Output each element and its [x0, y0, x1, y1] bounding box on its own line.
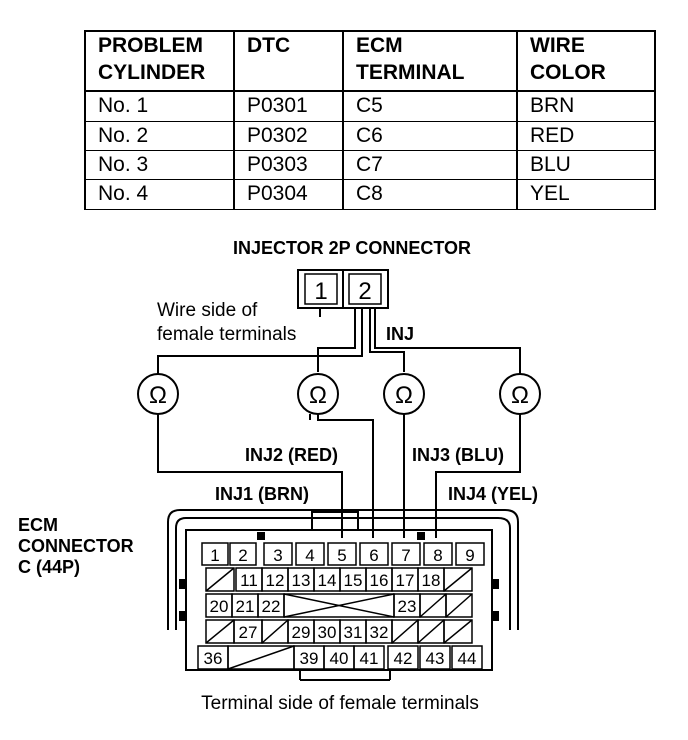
cell-wire-color: RED	[516, 120, 656, 152]
ecm-label-line2: CONNECTOR	[18, 536, 134, 556]
terminal-5: 5	[337, 546, 346, 565]
cell-terminal: C6	[342, 120, 518, 152]
inj4-label: INJ4 (YEL)	[448, 484, 538, 504]
terminal-4: 4	[305, 546, 314, 565]
terminal-9: 9	[465, 546, 474, 565]
ohmmeter-2: Ω	[297, 373, 339, 420]
table-row: No. 4 P0304 C8 YEL	[84, 179, 656, 210]
terminal-21: 21	[236, 597, 255, 616]
wire-side-label-line1: Wire side of	[157, 300, 258, 321]
terminal-7: 7	[401, 546, 410, 565]
cell-wire-color: BLU	[516, 149, 656, 181]
cell-cylinder: No. 4	[84, 179, 235, 210]
ecm-terminal-grid	[197, 542, 485, 670]
terminal-20: 20	[210, 597, 229, 616]
terminal-41: 41	[360, 649, 379, 668]
cell-dtc: P0301	[233, 90, 344, 122]
table-row: No. 3 P0303 C7 BLU	[84, 149, 656, 181]
cell-dtc: P0304	[233, 179, 344, 210]
cell-terminal: C7	[342, 149, 518, 181]
terminal-23: 23	[398, 597, 417, 616]
ohm-icon: Ω	[395, 382, 413, 409]
terminal-6: 6	[369, 546, 378, 565]
injector-pin-1: 1	[314, 278, 327, 305]
ecm-connector-housing	[167, 509, 519, 681]
terminal-39: 39	[300, 649, 319, 668]
ohmmeter-3: Ω	[383, 373, 425, 415]
cell-terminal: C5	[342, 90, 518, 122]
ecm-label-line3: C (44P)	[18, 557, 80, 577]
terminal-12: 12	[266, 571, 285, 590]
terminal-side-caption: Terminal side of female terminals	[201, 693, 479, 714]
terminal-40: 40	[330, 649, 349, 668]
cell-terminal: C8	[342, 179, 518, 210]
ohm-icon: Ω	[309, 382, 327, 409]
ohm-icon: Ω	[149, 382, 167, 409]
terminal-44: 44	[458, 649, 477, 668]
terminal-1: 1	[210, 546, 219, 565]
injector-connector-title: INJECTOR 2P CONNECTOR	[233, 238, 471, 258]
ohmmeter-4: Ω	[499, 373, 541, 415]
injector-2p-connector	[297, 269, 389, 309]
ohm-icon: Ω	[511, 382, 529, 409]
terminal-16: 16	[370, 571, 389, 590]
terminal-18: 18	[422, 571, 441, 590]
cell-cylinder: No. 2	[84, 120, 235, 152]
ecm-terminal-numbers: 1 2 3 4 5 6 7 8 9 11 12 13 14 15 16 17 1…	[204, 546, 477, 668]
table-row: No. 1 P0301 C5 BRN	[84, 90, 656, 122]
terminal-15: 15	[344, 571, 363, 590]
terminal-2: 2	[238, 546, 247, 565]
ecm-label-line1: ECM	[18, 515, 58, 535]
terminal-36: 36	[204, 649, 223, 668]
injector-pin-2: 2	[358, 278, 371, 305]
terminal-22: 22	[262, 597, 281, 616]
inj1-label: INJ1 (BRN)	[215, 484, 309, 504]
inj2-label: INJ2 (RED)	[245, 445, 338, 465]
terminal-27: 27	[239, 623, 258, 642]
terminal-14: 14	[318, 571, 337, 590]
terminal-32: 32	[370, 623, 389, 642]
wire-side-label-line2: female terminals	[157, 324, 296, 345]
terminal-29: 29	[292, 623, 311, 642]
terminal-31: 31	[344, 623, 363, 642]
cell-cylinder: No. 1	[84, 90, 235, 122]
terminal-3: 3	[273, 546, 282, 565]
terminal-13: 13	[292, 571, 311, 590]
terminal-30: 30	[318, 623, 337, 642]
inj3-label: INJ3 (BLU)	[412, 445, 504, 465]
cell-dtc: P0303	[233, 149, 344, 181]
header-dtc: DTC	[233, 30, 344, 92]
terminal-17: 17	[396, 571, 415, 590]
inj-label: INJ	[386, 324, 414, 344]
terminal-42: 42	[394, 649, 413, 668]
ohmmeter-1: Ω	[137, 373, 179, 415]
terminal-8: 8	[433, 546, 442, 565]
terminal-43: 43	[426, 649, 445, 668]
terminal-11: 11	[240, 571, 258, 590]
table-row: No. 2 P0302 C6 RED	[84, 120, 656, 152]
cell-cylinder: No. 3	[84, 149, 235, 181]
cell-wire-color: YEL	[516, 179, 656, 210]
